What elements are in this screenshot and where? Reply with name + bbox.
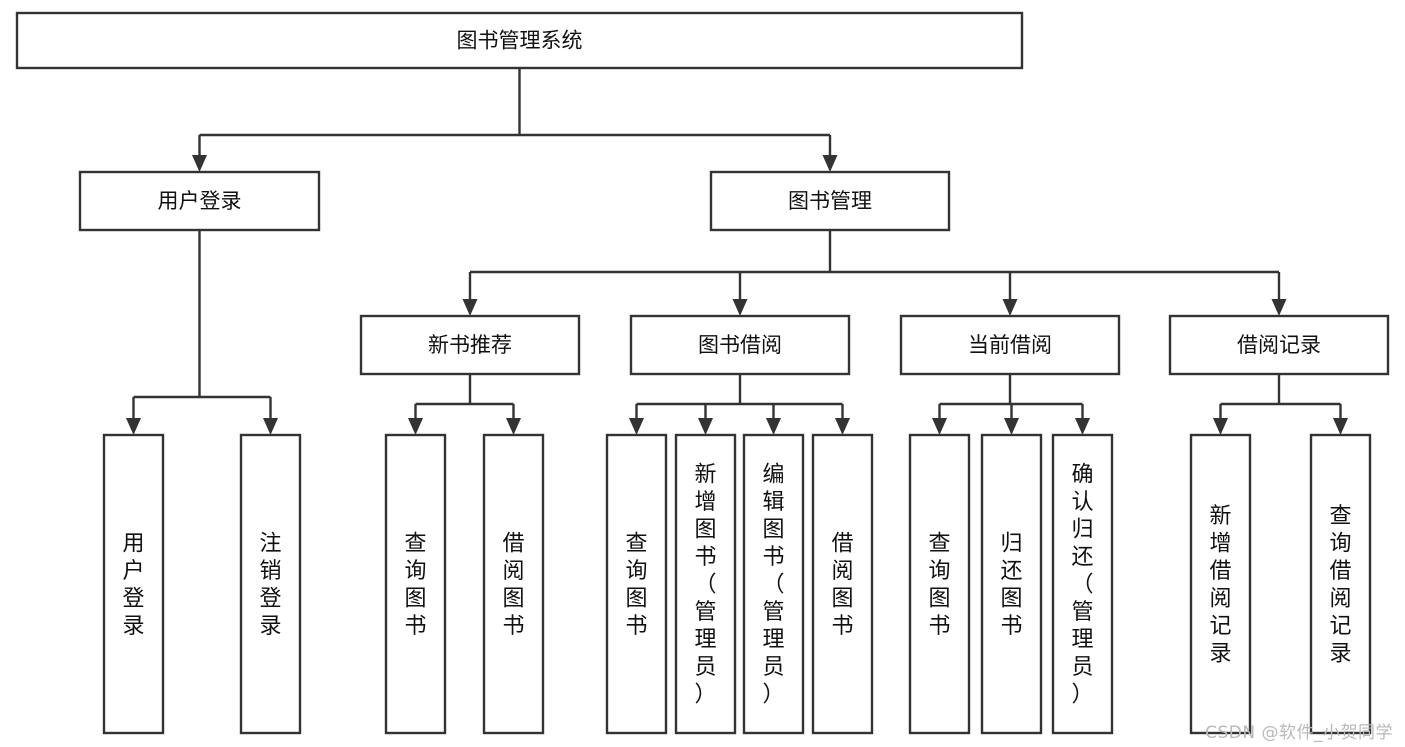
arrow-root-1 — [822, 155, 838, 172]
node-current-query-book[interactable]: 查询图书 — [908, 433, 971, 735]
node-label-current-query-book: 查询图书 — [928, 531, 950, 639]
arrow-user-login-0 — [126, 418, 141, 435]
node-box-borrow-query-book — [605, 433, 668, 735]
arrow-l3-1-3 — [835, 418, 850, 435]
node-label-current-return-book: 归还图书 — [1000, 531, 1022, 639]
node-borrow-add-book[interactable]: 新增图书（管理员） — [674, 433, 737, 735]
node-box-recommend-borrow-book — [482, 433, 545, 735]
node-label-recommend-borrow-book: 借阅图书 — [502, 531, 524, 639]
node-box-book-management — [709, 170, 951, 232]
node-label-borrow-edit-book: 编辑图书（管理员） — [762, 463, 784, 708]
node-box-records-add — [1189, 433, 1252, 735]
node-user-login-logout[interactable]: 注销登录 — [239, 433, 302, 735]
node-borrow-edit-book[interactable]: 编辑图书（管理员） — [742, 433, 805, 735]
node-box-borrow-records — [1168, 314, 1390, 376]
node-user-login[interactable]: 用户登录 — [78, 170, 321, 232]
arrow-l3-0-0 — [408, 418, 423, 435]
arrow-l3-1-1 — [698, 418, 713, 435]
node-label-book-management: 图书管理 — [788, 189, 872, 213]
arrow-l3-3-0 — [1213, 418, 1228, 435]
arrow-l3-1-0 — [629, 418, 644, 435]
arrow-l3-2-0 — [932, 418, 947, 435]
node-borrow-records[interactable]: 借阅记录 — [1168, 314, 1390, 376]
node-recommend-query-book[interactable]: 查询图书 — [384, 433, 447, 735]
arrow-l3-3-1 — [1333, 418, 1348, 435]
node-label-borrow-records: 借阅记录 — [1237, 333, 1321, 357]
node-current-return-book[interactable]: 归还图书 — [980, 433, 1043, 735]
arrow-l3-2-1 — [1004, 418, 1019, 435]
node-box-user-login-login — [102, 433, 165, 735]
node-box-user-login-logout — [239, 433, 302, 735]
node-label-current-confirm-return: 确认归还（管理员） — [1071, 463, 1093, 708]
node-box-records-query — [1309, 433, 1372, 735]
node-label-recommend-query-book: 查询图书 — [404, 531, 426, 639]
connectors-layer — [126, 68, 1348, 435]
node-box-current-confirm-return — [1051, 433, 1114, 735]
node-current-borrow[interactable]: 当前借阅 — [899, 314, 1121, 376]
node-label-current-borrow: 当前借阅 — [968, 333, 1052, 357]
node-box-borrow-edit-book — [742, 433, 805, 735]
node-label-new-book-recommend: 新书推荐 — [428, 333, 512, 357]
node-label-user-login-logout: 注销登录 — [259, 531, 281, 639]
arrow-book-management-0 — [462, 299, 478, 316]
arrow-l3-1-2 — [766, 418, 781, 435]
node-box-recommend-query-book — [384, 433, 447, 735]
node-box-current-return-book — [980, 433, 1043, 735]
node-box-current-borrow — [899, 314, 1121, 376]
node-label-root: 图书管理系统 — [457, 29, 583, 53]
arrow-user-login-1 — [263, 418, 278, 435]
node-box-borrow-add-book — [674, 433, 737, 735]
node-borrow-borrow-book[interactable]: 借阅图书 — [811, 433, 874, 735]
node-label-book-borrow: 图书借阅 — [698, 333, 782, 357]
arrow-book-management-3 — [1271, 299, 1287, 316]
node-book-borrow[interactable]: 图书借阅 — [629, 314, 851, 376]
node-records-query[interactable]: 查询借阅记录 — [1309, 433, 1372, 735]
node-label-user-login: 用户登录 — [158, 189, 242, 213]
node-box-borrow-borrow-book — [811, 433, 874, 735]
node-root[interactable]: 图书管理系统 — [15, 11, 1024, 70]
arrow-root-0 — [192, 155, 207, 172]
arrow-l3-2-2 — [1075, 418, 1090, 435]
node-label-borrow-borrow-book: 借阅图书 — [831, 531, 853, 639]
node-box-user-login — [78, 170, 321, 232]
node-label-borrow-add-book: 新增图书（管理员） — [694, 463, 716, 708]
node-label-user-login-login: 用户登录 — [122, 531, 144, 639]
watermark-text: CSDN @软件_小贺同学 — [1205, 723, 1393, 743]
node-box-new-book-recommend — [359, 314, 581, 376]
arrow-l3-0-1 — [506, 418, 521, 435]
arrow-book-management-2 — [1002, 299, 1018, 316]
node-box-current-query-book — [908, 433, 971, 735]
node-records-add[interactable]: 新增借阅记录 — [1189, 433, 1252, 735]
node-book-management[interactable]: 图书管理 — [709, 170, 951, 232]
node-borrow-query-book[interactable]: 查询图书 — [605, 433, 668, 735]
node-user-login-login[interactable]: 用户登录 — [102, 433, 165, 735]
nodes-layer: 图书管理系统用户登录图书管理用户登录注销登录新书推荐图书借阅当前借阅借阅记录查询… — [15, 11, 1390, 735]
arrow-book-management-1 — [732, 299, 748, 316]
node-box-book-borrow — [629, 314, 851, 376]
node-label-records-add: 新增借阅记录 — [1209, 504, 1231, 667]
node-new-book-recommend[interactable]: 新书推荐 — [359, 314, 581, 376]
node-recommend-borrow-book[interactable]: 借阅图书 — [482, 433, 545, 735]
node-label-records-query: 查询借阅记录 — [1329, 504, 1351, 667]
node-current-confirm-return[interactable]: 确认归还（管理员） — [1051, 433, 1114, 735]
node-box-root — [15, 11, 1024, 70]
node-label-borrow-query-book: 查询图书 — [625, 531, 647, 639]
